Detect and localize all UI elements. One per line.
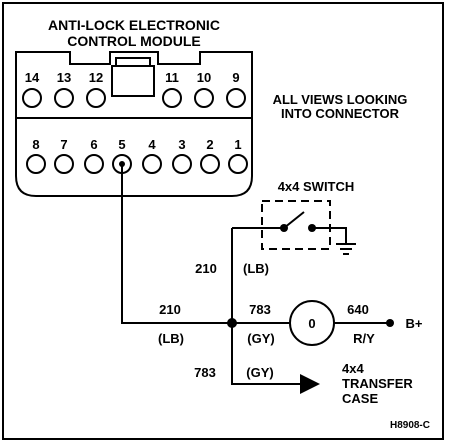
circuit-210-upper-color: (LB) [243, 261, 269, 276]
pin-label-13: 13 [57, 70, 71, 85]
circuit-783-upper-color: (GY) [247, 331, 274, 346]
power-terminal [386, 319, 394, 327]
pin-9 [226, 88, 246, 108]
pin-label-5: 5 [118, 137, 125, 152]
transfer-case-line1: 4x4 [342, 361, 364, 376]
circuit-210-upper-number: 210 [195, 261, 217, 276]
circuit-640-color: R/Y [353, 331, 375, 346]
connector-lock-tab [111, 65, 155, 97]
pin-label-14: 14 [25, 70, 40, 85]
pin-11 [162, 88, 182, 108]
pin-label-1: 1 [234, 137, 241, 152]
transfer-case-line2: TRANSFER [342, 376, 413, 391]
circuit-640-number: 640 [347, 302, 369, 317]
switch-housing [261, 200, 331, 250]
pin-label-3: 3 [178, 137, 185, 152]
pin-8 [26, 154, 46, 174]
connector-lock-tab-top [115, 57, 151, 67]
circuit-210-lower-number: 210 [159, 302, 181, 317]
connector-body [15, 51, 253, 197]
pin-14 [22, 88, 42, 108]
pin-label-2: 2 [206, 137, 213, 152]
circuit-783-lower-number: 783 [194, 365, 216, 380]
pin-6 [84, 154, 104, 174]
lamp-filament-icon: 0 [308, 316, 315, 331]
pin-12 [86, 88, 106, 108]
pin-label-7: 7 [60, 137, 67, 152]
switch-blade [283, 211, 305, 229]
diagram-frame [2, 2, 444, 440]
wire-783-transfer-case [231, 228, 320, 394]
module-title-line2: CONTROL MODULE [67, 33, 201, 49]
battery-positive-label: B+ [406, 316, 423, 331]
pin-label-10: 10 [197, 70, 211, 85]
circuit-783-upper-number: 783 [249, 302, 271, 317]
pin-4 [142, 154, 162, 174]
circuit-210-lower-color: (LB) [158, 331, 184, 346]
pin-3 [172, 154, 192, 174]
pin-label-9: 9 [232, 70, 239, 85]
transfer-case-line3: CASE [342, 391, 378, 406]
view-note-line2: INTO CONNECTOR [281, 106, 400, 121]
switch-label: 4x4 SWITCH [278, 179, 355, 194]
view-note-line1: ALL VIEWS LOOKING [273, 92, 408, 107]
pin-7 [54, 154, 74, 174]
pin-2 [200, 154, 220, 174]
pin-label-8: 8 [32, 137, 39, 152]
wire-210-module [121, 164, 232, 324]
pin-label-4: 4 [148, 137, 156, 152]
pin-label-12: 12 [89, 70, 103, 85]
pin-1 [228, 154, 248, 174]
circuit-783-lower-color: (GY) [246, 365, 273, 380]
pin-label-11: 11 [165, 70, 179, 85]
module-title-line1: ANTI-LOCK ELECTRONIC [48, 17, 220, 33]
pin-label-6: 6 [90, 137, 97, 152]
wire-ground [312, 227, 347, 244]
figure-id: H8908-C [390, 420, 430, 431]
pin-10 [194, 88, 214, 108]
pin-13 [54, 88, 74, 108]
